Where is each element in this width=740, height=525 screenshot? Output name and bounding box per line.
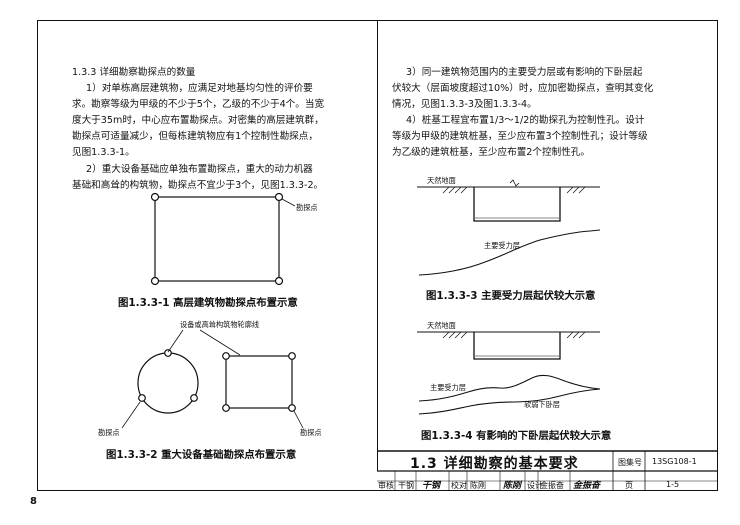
fig4-weak-layer-curve — [418, 388, 601, 415]
designer-signature: 金振奋 — [573, 481, 601, 491]
fig3-ground-label: 天然地面 — [427, 176, 456, 185]
para1-line-1: 1）对单栋高层建筑物，应满足对地基均匀性的评价要 — [86, 83, 313, 94]
fig1-probe-point — [150, 276, 160, 286]
atlas-value: 13SG108-1 — [652, 457, 697, 466]
fig2-probe-point — [288, 404, 296, 412]
checker-signature: 陈刚 — [503, 481, 522, 491]
fig4-layer-label: 主要受力层 — [430, 383, 466, 392]
fig2-probe-point — [222, 404, 230, 412]
para3-line-3: 情况，见图1.3.3-3及图1.3.3-4。 — [392, 99, 537, 110]
fig2-probe-point — [288, 352, 296, 360]
fig2-outline-label: 设备或高耸构筑物轮廓线 — [180, 320, 260, 329]
fig4-main-layer-curve — [418, 374, 601, 402]
fig2-leader-line — [293, 410, 304, 429]
atlas-label: 图集号 — [618, 458, 642, 467]
para1-line-3: 度大于35m时，中心应布置勘探点。对密集的高层建筑群， — [72, 115, 324, 126]
para2-line-1: 2）重大设备基础应单独布置勘探点，重大的动力机器 — [86, 164, 313, 175]
fig3-caption: 图1.3.3-3 主要受力层起伏较大示意 — [426, 290, 596, 302]
fig1-probe-point — [150, 192, 160, 202]
fig4-caption: 图1.3.3-4 有影响的下卧层起伏较大示意 — [421, 430, 612, 442]
fig2-probe-label-left: 勘探点 — [98, 428, 120, 437]
fig1-building-outline — [154, 196, 280, 282]
para1-line-5: 见图1.3.3-1。 — [72, 147, 135, 158]
para3-line-1: 3）同一建筑物范围内的主要受力层或有影响的下卧层起 — [406, 67, 643, 78]
fig1-caption: 图1.3.3-1 高层建筑物勘探点布置示意 — [118, 297, 298, 309]
fig4-hatch — [442, 331, 586, 339]
fig3-layer-label: 主要受力层 — [484, 241, 520, 250]
para1-line-2: 求。勘察等级为甲级的不少于5个，乙级的不少于4个。当宽 — [72, 99, 325, 110]
fig2-probe-point — [164, 349, 172, 357]
fig2-leader-line — [121, 401, 141, 429]
fig1-leader-line — [281, 198, 296, 207]
fig2-circle-foundation — [137, 352, 199, 414]
designer-name: 金振奋 — [540, 481, 564, 490]
fig2-probe-label-right: 勘探点 — [300, 428, 322, 437]
page-value: 1-5 — [666, 480, 680, 489]
review-label: 审核 — [378, 481, 394, 490]
fig2-leader-line — [167, 329, 184, 353]
fig1-probe-point — [274, 192, 284, 202]
fig2-leader-line — [199, 329, 241, 356]
fig3-layer-curve — [418, 229, 601, 276]
para4-line-1: 4）桩基工程宜布置1/3～1/2的勘探孔为控制性孔。设计 — [406, 115, 645, 126]
fig4-ground-label: 天然地面 — [427, 321, 456, 330]
reviewer-name: 干钢 — [398, 481, 414, 490]
check-label: 校对 — [451, 481, 467, 490]
fig1-probe-point — [274, 276, 284, 286]
fig1-probe-label: 勘探点 — [296, 203, 318, 212]
fig2-probe-point — [222, 352, 230, 360]
para4-line-3: 为乙级的建筑桩基，至少应布置2个控制性孔。 — [392, 147, 590, 158]
reviewer-signature: 干钢 — [422, 481, 441, 491]
checker-name: 陈刚 — [470, 481, 486, 490]
fig2-caption: 图1.3.3-2 重大设备基础勘探点布置示意 — [106, 449, 297, 461]
fig2-probe-point — [190, 394, 198, 402]
para3-line-2: 伏较大（层面坡度超过10%）时，应加密勘探点，查明其变化 — [392, 83, 654, 94]
fig3-hatch — [442, 186, 586, 194]
para2-line-2: 基础和高耸的构筑物，勘探点不宜少于3个，见图1.3.3-2。 — [72, 180, 324, 191]
fig3-excavation — [473, 187, 561, 222]
fig1-drawing — [150, 192, 296, 286]
para4-line-2: 等级为甲级的建筑桩基，至少应布置3个控制性孔；设计等级 — [392, 131, 648, 142]
page-number: 8 — [30, 496, 37, 507]
column-divider — [377, 20, 378, 471]
fig2-square-foundation — [225, 355, 293, 409]
page-label: 页 — [625, 481, 633, 490]
design-label: 设计 — [527, 481, 543, 490]
title-block-lines — [377, 450, 718, 491]
fig4-excavation — [473, 332, 561, 360]
title-block-title: 1.3 详细勘察的基本要求 — [410, 456, 579, 472]
fig4-drawing — [417, 331, 601, 415]
fig2-drawing — [121, 329, 304, 429]
fig2-probe-point — [138, 394, 146, 402]
section-heading: 1.3.3 详细勘察勘探点的数量 — [72, 67, 196, 78]
fig4-weak-layer-label: 软弱下卧层 — [524, 400, 560, 409]
para1-line-4: 勘探点可适量减少，但每栋建筑物应有1个控制性勘探点， — [72, 131, 318, 142]
fig3-drawing — [417, 179, 601, 276]
